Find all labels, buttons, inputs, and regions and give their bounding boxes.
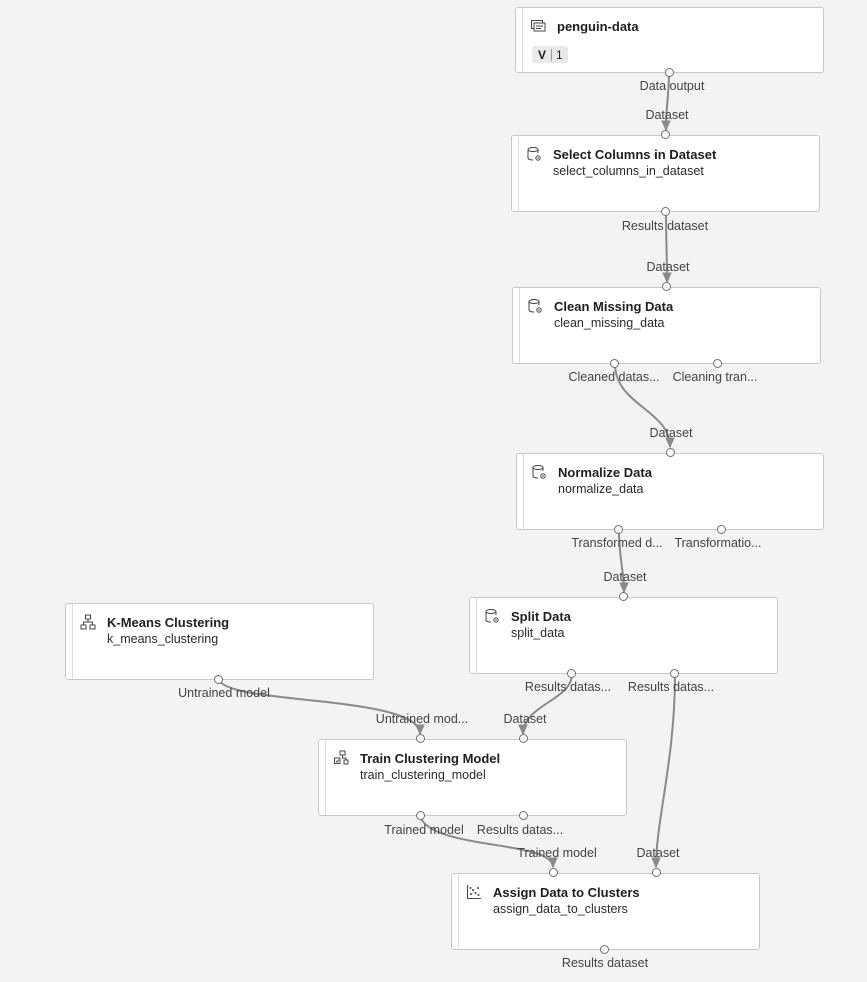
port-label: Results dataset: [621, 219, 709, 233]
port-assign-input-1[interactable]: [549, 868, 558, 877]
port-train-output-2[interactable]: [519, 811, 528, 820]
port-label: Untrained model: [178, 686, 270, 700]
port-kmeans-output[interactable]: [214, 675, 223, 684]
port-penguin-data-output[interactable]: [665, 68, 674, 77]
port-split-input[interactable]: [619, 592, 628, 601]
port-label: Untrained mod...: [375, 712, 469, 726]
node-title: Train Clustering Model: [360, 751, 501, 766]
dataset-icon: [530, 18, 546, 34]
hierarchy-icon: [80, 614, 96, 630]
edge-split-to-assign: [651, 673, 676, 869]
node-title: Normalize Data: [558, 465, 652, 480]
node-penguin-data[interactable]: penguin-data V 1: [515, 7, 824, 73]
node-train-clustering-model[interactable]: Train Clustering Model train_clustering_…: [318, 739, 627, 816]
node-assign-data-to-clusters[interactable]: Assign Data to Clusters assign_data_to_c…: [451, 873, 760, 950]
port-label: Dataset: [503, 712, 547, 726]
node-subtitle: train_clustering_model: [360, 768, 486, 782]
database-gear-icon: [527, 298, 543, 314]
port-normalize-output-2[interactable]: [717, 525, 726, 534]
node-title: penguin-data: [557, 19, 639, 34]
port-split-output-1[interactable]: [567, 669, 576, 678]
node-title: Split Data: [511, 609, 571, 624]
node-title: K-Means Clustering: [107, 615, 230, 630]
node-subtitle: k_means_clustering: [107, 632, 219, 646]
port-label: Dataset: [645, 108, 689, 122]
port-train-input-1[interactable]: [416, 734, 425, 743]
database-gear-icon: [484, 608, 500, 624]
port-label: Dataset: [646, 260, 690, 274]
train-model-icon: [333, 750, 349, 766]
port-label: Cleaning tran...: [672, 370, 758, 384]
port-clean-missing-output-2[interactable]: [713, 359, 722, 368]
port-label: Results datas...: [627, 680, 715, 694]
port-label: Results datas...: [524, 680, 612, 694]
port-clean-missing-output-1[interactable]: [610, 359, 619, 368]
port-clean-missing-input[interactable]: [662, 282, 671, 291]
port-label: Results dataset: [561, 956, 649, 970]
port-label: Transformed d...: [571, 536, 663, 550]
version-prefix: V: [532, 48, 553, 61]
version-number: 1: [556, 47, 563, 62]
port-normalize-output-1[interactable]: [614, 525, 623, 534]
node-title: Assign Data to Clusters: [493, 885, 640, 900]
port-label: Cleaned datas...: [568, 370, 660, 384]
node-title: Select Columns in Dataset: [553, 147, 717, 162]
port-normalize-input[interactable]: [666, 448, 675, 457]
port-label: Results datas...: [476, 823, 564, 837]
port-select-columns-output[interactable]: [661, 207, 670, 216]
node-subtitle: clean_missing_data: [554, 316, 665, 330]
port-assign-input-2[interactable]: [652, 868, 661, 877]
node-normalize-data[interactable]: Normalize Data normalize_data: [516, 453, 824, 530]
port-label: Trained model: [517, 846, 597, 860]
port-split-output-2[interactable]: [670, 669, 679, 678]
node-subtitle: select_columns_in_dataset: [553, 164, 704, 178]
database-gear-icon: [526, 146, 542, 162]
port-label: Dataset: [649, 426, 693, 440]
port-label: Data output: [639, 79, 705, 93]
port-select-columns-input[interactable]: [661, 130, 670, 139]
node-clean-missing-data[interactable]: Clean Missing Data clean_missing_data: [512, 287, 821, 364]
database-gear-icon: [531, 464, 547, 480]
port-assign-output[interactable]: [600, 945, 609, 954]
port-label: Transformatio...: [674, 536, 762, 550]
node-title: Clean Missing Data: [554, 299, 674, 314]
node-subtitle: normalize_data: [558, 482, 644, 496]
port-label: Dataset: [636, 846, 680, 860]
node-subtitle: assign_data_to_clusters: [493, 902, 628, 916]
scatter-icon: [466, 884, 482, 900]
node-select-columns[interactable]: Select Columns in Dataset select_columns…: [511, 135, 820, 212]
node-k-means-clustering[interactable]: K-Means Clustering k_means_clustering: [65, 603, 374, 680]
version-badge: V 1: [532, 46, 568, 63]
node-subtitle: split_data: [511, 626, 565, 640]
port-label: Trained model: [384, 823, 464, 837]
port-train-input-2[interactable]: [519, 734, 528, 743]
port-train-output-1[interactable]: [416, 811, 425, 820]
node-split-data[interactable]: Split Data split_data: [469, 597, 778, 674]
port-label: Dataset: [603, 570, 647, 584]
